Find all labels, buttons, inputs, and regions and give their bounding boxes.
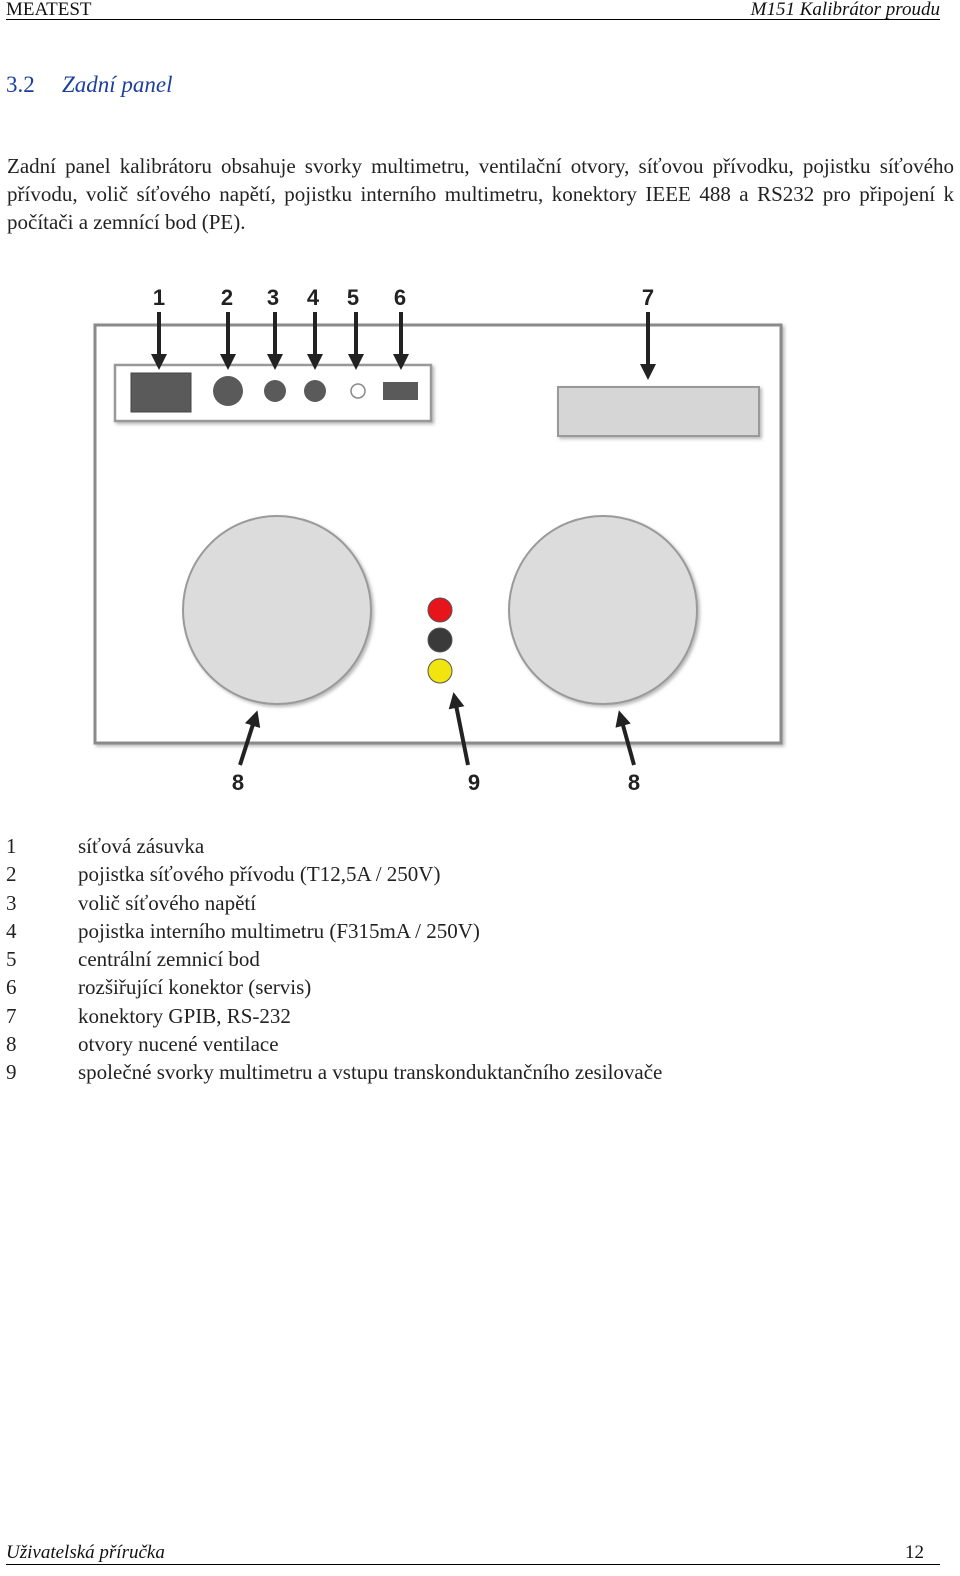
terminal-black (427, 627, 453, 653)
label-6: 6 (394, 285, 406, 310)
page-footer: Uživatelská příručka 12 (6, 1542, 940, 1565)
label-8-right: 8 (628, 770, 640, 795)
ground-point (350, 383, 366, 399)
legend-list: 1 síťová zásuvka 2 pojistka síťového přívo… (6, 832, 662, 1087)
header-company: MEATEST (6, 0, 92, 20)
legend-item: 9 společné svorky multimetru a vstupu tra… (6, 1058, 662, 1086)
legend-text: rozšiřující konektor (servis) (78, 975, 312, 1000)
expansion-connector (383, 382, 418, 400)
arrow-8-right (615, 710, 636, 766)
terminal-red (427, 597, 453, 623)
label-2: 2 (221, 285, 233, 310)
legend-text: konektory GPIB, RS-232 (78, 1003, 291, 1028)
legend-number: 1 (6, 834, 17, 858)
header-document-title: M151 Kalibrátor proudu (750, 0, 940, 20)
legend-item: 6 rozšiřující konektor (servis) (6, 973, 662, 1001)
footer-manual-title: Uživatelská příručka (6, 1542, 165, 1563)
label-4: 4 (307, 285, 320, 310)
label-9: 9 (468, 770, 480, 795)
legend-text: centrální zemnicí bod (78, 947, 260, 972)
legend-number: 3 (6, 890, 17, 915)
legend-item: 5 centrální zemnicí bod (6, 945, 662, 973)
legend-number: 9 (6, 1060, 17, 1085)
legend-number: 8 (6, 1032, 17, 1057)
legend-item: 8 otvory nucené ventilace (6, 1030, 662, 1058)
fan-left (182, 515, 372, 705)
section-title: Zadní panel (62, 72, 173, 97)
intro-paragraph: Zadní panel kalibrátoru obsahuje svorky … (7, 154, 954, 234)
legend-text: pojistka interního multimetru (F315mA / … (78, 918, 480, 943)
legend-item: 7 konektory GPIB, RS-232 (6, 1002, 662, 1030)
legend-text: pojistka síťového přívodu (T12,5A / 250V… (78, 862, 441, 887)
mains-socket (130, 372, 192, 413)
legend-number: 6 (6, 975, 17, 1000)
label-3: 3 (267, 285, 279, 310)
legend-text: otvory nucené ventilace (78, 1032, 279, 1057)
legend-number: 7 (6, 1003, 17, 1028)
section-number: 3.2 (6, 72, 35, 97)
section-heading: 3.2 Zadní panel (6, 72, 173, 98)
label-8-left: 8 (232, 770, 244, 795)
legend-text: volič síťového napětí (78, 890, 257, 915)
legend-number: 5 (6, 947, 17, 972)
page-header: MEATEST M151 Kalibrátor proudu (6, 0, 940, 20)
legend-item: 4 pojistka interního multimetru (F315mA /… (6, 917, 662, 945)
label-1: 1 (153, 285, 165, 310)
arrow-8-left (238, 710, 261, 766)
page-number: 12 (905, 1542, 924, 1563)
fan-right (508, 515, 698, 705)
legend-number: 4 (6, 918, 17, 943)
legend-text: společné svorky multimetru a vstupu tran… (78, 1060, 663, 1085)
legend-text: síťová zásuvka (78, 834, 205, 858)
terminal-yellow (427, 658, 453, 684)
legend-item: 3 volič síťového napětí (6, 889, 662, 917)
legend-item: 2 pojistka síťového přívodu (T12,5A / 250… (6, 860, 662, 888)
rear-panel-diagram: 1 2 3 4 5 6 7 8 9 8 (0, 270, 960, 810)
label-5: 5 (347, 285, 359, 310)
label-7: 7 (642, 285, 654, 310)
legend-number: 2 (6, 862, 17, 887)
mains-fuse (213, 376, 243, 406)
multimeter-fuse (304, 380, 326, 402)
legend-item: 1 síťová zásuvka (6, 832, 662, 860)
voltage-selector (264, 380, 286, 402)
gpib-rs232-connectors (557, 386, 760, 437)
arrow-9 (448, 692, 470, 766)
